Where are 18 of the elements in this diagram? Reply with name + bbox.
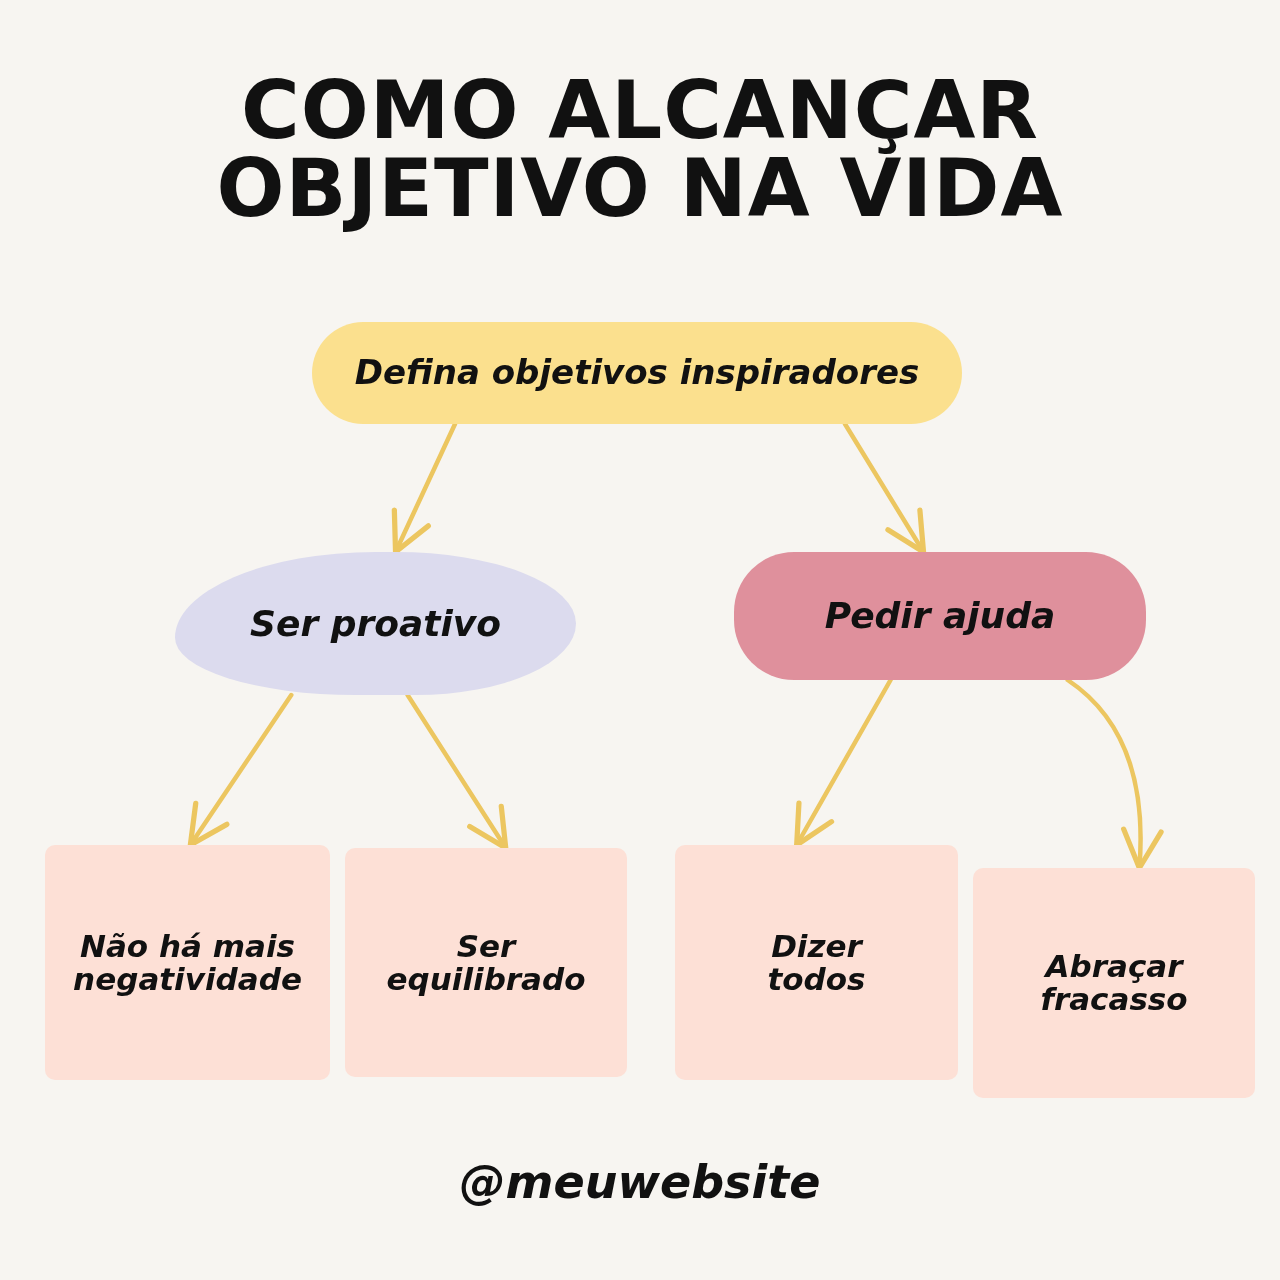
node-label: Defina objetivos inspiradores [354,355,920,391]
arrow [391,421,458,555]
node-label: Ser equilibrado [385,929,587,996]
arrow [405,692,509,851]
node-label: Ser proativo [250,604,501,643]
node-label: Não há mais negatividade [72,929,303,996]
node-label: Abraçar fracasso [1039,950,1189,1016]
card [345,848,627,1077]
arrow [187,692,294,848]
arrow [842,421,927,555]
card [973,868,1255,1098]
handle-text: @meuwebsite [458,1155,822,1209]
node-label: Dizer todos [766,929,867,996]
card [675,845,958,1080]
arrow [1065,677,1163,871]
node-label: Pedir ajuda [824,597,1056,635]
card [45,845,330,1080]
arrow [794,677,893,848]
